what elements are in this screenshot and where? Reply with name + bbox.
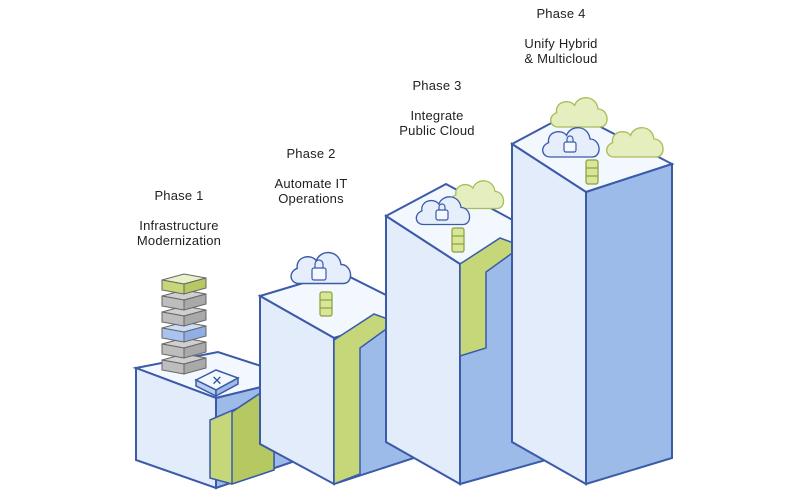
phase-1-label: Phase 1 Infrastructure Modernization [94,188,264,248]
database-icon [319,291,333,317]
locked-cloud-icon [542,127,600,158]
locked-cloud-icon [415,196,471,226]
pillar-3-front [385,214,461,486]
cloud-icon [550,97,608,128]
pillar-4-side [585,162,673,486]
phase-1-description: Infrastructure Modernization [136,218,222,248]
server-stack-icon [161,273,207,375]
pillar-2-green-panel [333,313,398,486]
database-icon [585,159,599,185]
phase-3-description: Integrate Public Cloud [399,108,475,138]
database-icon [451,227,465,253]
phase-4-pillar [510,110,675,486]
pillar-4-front [511,142,587,486]
pillar-3-green-panel [459,237,524,358]
phase-4-title: Phase 4 [536,6,586,21]
x-switch-icon: ✕ [194,369,240,398]
phase-3-title: Phase 3 [412,78,462,93]
svg-text:✕: ✕ [212,374,223,389]
phase-2-label: Phase 2 Automate IT Operations [226,146,396,206]
phase-4-label: Phase 4 Unify Hybrid & Multicloud [476,6,646,66]
cloud-icon [606,127,664,158]
phase-3-label: Phase 3 Integrate Public Cloud [352,78,522,138]
phase-1-title: Phase 1 [154,188,204,203]
phase-2-title: Phase 2 [286,146,336,161]
locked-cloud-icon [290,251,352,285]
phase-4-description: Unify Hybrid & Multicloud [524,36,598,66]
phase-2-description: Automate IT Operations [274,176,348,206]
